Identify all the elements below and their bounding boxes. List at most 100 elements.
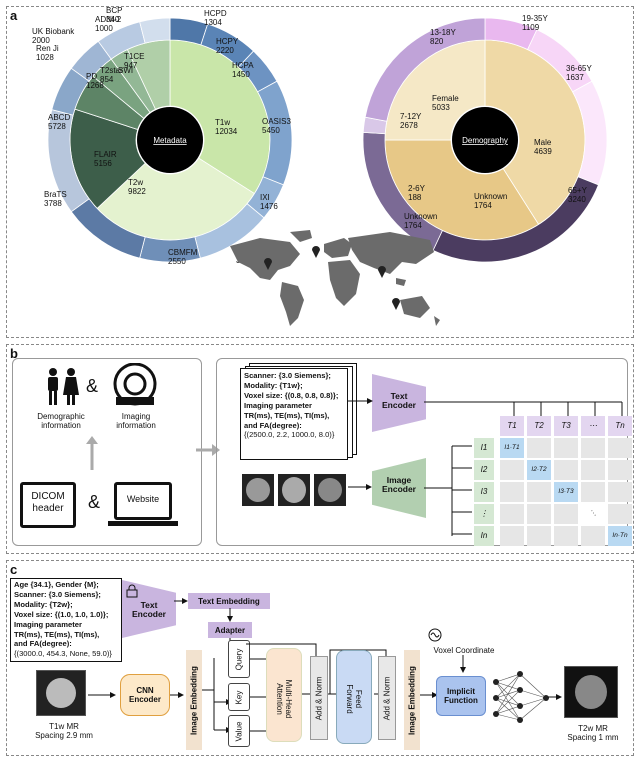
metadata-center-label: Metadata xyxy=(153,136,187,145)
text-token-4: Tn xyxy=(608,416,632,436)
panel-a xyxy=(6,6,634,338)
adapter-box xyxy=(208,622,252,638)
demography-inner-label-0: Female 5033 xyxy=(432,94,459,112)
prompt-b-line-6: {(2500.0, 2.2, 1000.0, 8.0)} xyxy=(244,430,335,440)
prompt-b-line-0: Scanner: {3.0 Siemens}; xyxy=(244,371,331,380)
adapter-label: Adapter xyxy=(214,626,246,635)
similarity-cell xyxy=(527,482,551,502)
prompt-c-line-4: Imaging parameter xyxy=(14,619,82,629)
image-encoder-b-label: Image Encoder xyxy=(381,475,416,494)
demography-outer-label-5: 2-6Y 188 xyxy=(408,184,425,202)
arrow-cnn-to-embedding xyxy=(170,692,184,698)
output-caption: T2w MR Spacing 1 mm xyxy=(567,724,619,742)
text-embedding-label: Text Embedding xyxy=(198,597,260,606)
similarity-diag-1: I2·T2 xyxy=(527,460,551,480)
prompt-b-line-3: Imaging parameter xyxy=(244,400,312,410)
metadata-outer-label-8: ABCD 5728 xyxy=(48,113,71,131)
panel-c xyxy=(6,560,634,756)
image-embedding-2-label: Image Embedding xyxy=(407,666,417,735)
image-embedding-1 xyxy=(186,650,202,750)
similarity-cell xyxy=(527,526,551,546)
similarity-diag-4: In·Tn xyxy=(608,526,632,546)
prompt-card-c: Age {34.1}, Gender {M};Scanner: {3.0 Sie… xyxy=(10,578,122,662)
prompt-c-line-3: Voxel size: {(1.0, 1.0, 1.0)}; xyxy=(14,609,109,619)
metadata-outer-label-7: BraTS 3788 xyxy=(44,190,67,208)
metadata-outer-label-3: OASIS3 5450 xyxy=(262,117,291,135)
metadata-outer-label-10: UK Biobank 2000 xyxy=(32,27,75,45)
image-token-1: I2 xyxy=(474,460,494,480)
brain-volume-output-core xyxy=(575,675,607,709)
amp-2: & xyxy=(88,492,101,512)
metadata-inner-label-5: SWI xyxy=(118,66,134,75)
demographic-info-label: Demographic information xyxy=(37,412,85,430)
text-branch-lines xyxy=(424,401,623,416)
text-encoder-c-label: Text Encoder xyxy=(131,600,166,619)
text-token-1: T2 xyxy=(527,416,551,436)
similarity-cell xyxy=(608,438,632,458)
prompt-b-line-5: and FA(degree): xyxy=(244,420,302,430)
arrow-to-image-encoder xyxy=(348,484,372,490)
mha-box xyxy=(266,648,302,742)
qkv-to-mha xyxy=(250,658,266,732)
similarity-cell xyxy=(554,460,578,480)
metadata-outer-label-4: IXI 1476 xyxy=(260,193,278,211)
metadata-outer-label-1: HCPY 2220 xyxy=(216,37,239,55)
cnn-encoder-box xyxy=(120,674,170,716)
key-label: Key xyxy=(234,690,244,705)
demography-outer-label-3: 65+Y 3240 xyxy=(568,186,587,204)
demography-inner-label-1: Male 4639 xyxy=(534,138,552,156)
panel-b xyxy=(6,344,634,554)
metadata-inner-label-0: T1w 12034 xyxy=(215,118,238,136)
similarity-cell xyxy=(581,438,605,458)
metadata-outer-label-0: HCPD 1304 xyxy=(204,9,227,27)
metadata-outer-label-9: Ren Ji 1028 xyxy=(36,44,59,62)
similarity-cell xyxy=(527,438,551,458)
imaging-info-label: Imaging information xyxy=(116,412,156,430)
panel-c-label: c xyxy=(10,562,18,577)
demography-outer-label-0: 13-18Y 820 xyxy=(430,28,456,46)
feed-forward-box xyxy=(336,650,372,744)
metadata-outer-label-11: ADNI-2 1000 xyxy=(95,15,122,33)
metadata-center xyxy=(137,107,203,173)
dicom-header-label: DICOM header xyxy=(31,491,65,514)
metadata-inner-label-1: T2w 9822 xyxy=(128,178,146,196)
similarity-cell xyxy=(500,482,524,502)
metadata-inner-label-2: FLAIR 5156 xyxy=(94,150,117,168)
metadata-outer-label-6: CBMFM 2550 xyxy=(168,248,198,266)
arrow-embedding-to-adapter xyxy=(227,608,233,622)
query-box xyxy=(228,640,250,678)
arrow-to-text-encoder xyxy=(347,398,373,404)
up-arrow-icon xyxy=(86,436,98,470)
prompt-card: Scanner: {3.0 Siemens};Modality: {T1w};V… xyxy=(240,368,348,460)
image-token-2: I3 xyxy=(474,482,494,502)
add-norm-1 xyxy=(310,656,328,740)
similarity-cell xyxy=(608,504,632,524)
similarity-cell xyxy=(581,460,605,480)
prompt-b-line-2: Voxel size: {(0.8, 0.8, 0.8)}; xyxy=(244,390,339,400)
neural-net-icon xyxy=(493,671,549,723)
similarity-diag-3: ⋱ xyxy=(581,504,605,524)
key-box xyxy=(228,683,250,711)
demography-sunburst: Demography xyxy=(362,17,608,263)
demography-outer-label-4: Unknown 1764 xyxy=(404,212,438,230)
prompt-b-line-4: TR(ms), TE(ms), TI(ms), xyxy=(244,410,330,420)
lock-icon xyxy=(126,584,138,598)
demography-center-label: Demography xyxy=(462,136,508,145)
input-caption: T1w MR Spacing 2.9 mm xyxy=(35,722,93,740)
metadata-outer-label-2: HCPA 1450 xyxy=(232,61,254,79)
demography-center xyxy=(452,107,518,173)
dicom-header-icon xyxy=(20,482,76,528)
text-token-3: ⋯ xyxy=(581,416,605,436)
similarity-cell xyxy=(554,504,578,524)
implicit-function-box xyxy=(436,676,486,716)
image-branch-lines xyxy=(424,445,472,536)
prompt-c-line-6: and FA(degree): xyxy=(14,639,72,649)
amp-1: & xyxy=(86,376,99,396)
text-encoder-b-label: Text Encoder xyxy=(381,391,416,410)
value-label: Value xyxy=(234,721,244,742)
laptop-icon xyxy=(114,482,172,520)
similarity-cell xyxy=(500,526,524,546)
similarity-cell xyxy=(527,504,551,524)
metadata-inner-label-3: PD 1268 xyxy=(86,72,104,90)
panel-b-label: b xyxy=(10,346,18,361)
